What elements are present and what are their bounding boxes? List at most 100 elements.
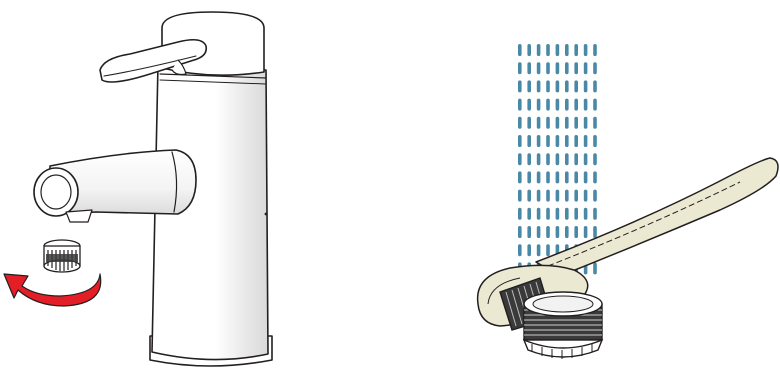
water-drop bbox=[584, 117, 588, 129]
water-drop bbox=[556, 62, 560, 74]
water-drop bbox=[537, 226, 541, 238]
water-drop bbox=[593, 80, 597, 92]
water-drop bbox=[546, 117, 550, 129]
water-drop bbox=[527, 171, 531, 183]
water-drop bbox=[565, 208, 569, 220]
water-drop bbox=[556, 153, 560, 165]
water-drop bbox=[537, 208, 541, 220]
water-drop bbox=[565, 80, 569, 92]
water-drop bbox=[537, 62, 541, 74]
water-drop bbox=[593, 262, 597, 274]
water-drop bbox=[584, 226, 588, 238]
water-drop bbox=[527, 62, 531, 74]
water-drop bbox=[584, 99, 588, 111]
water-drop bbox=[574, 208, 578, 220]
aerator-left bbox=[44, 240, 80, 272]
water-drop bbox=[527, 190, 531, 202]
water-drop bbox=[556, 117, 560, 129]
water-drop bbox=[546, 153, 550, 165]
water-drop bbox=[574, 117, 578, 129]
water-drop bbox=[574, 171, 578, 183]
water-drop bbox=[527, 99, 531, 111]
water-drop bbox=[546, 244, 550, 256]
water-drop bbox=[556, 208, 560, 220]
water-drop bbox=[527, 117, 531, 129]
water-drop bbox=[546, 226, 550, 238]
water-drop bbox=[565, 135, 569, 147]
water-drop bbox=[537, 117, 541, 129]
water-drop bbox=[584, 44, 588, 56]
water-drop bbox=[546, 190, 550, 202]
water-drop bbox=[565, 117, 569, 129]
water-drop bbox=[584, 171, 588, 183]
water-drop bbox=[584, 190, 588, 202]
water-drop bbox=[593, 99, 597, 111]
water-drop bbox=[527, 80, 531, 92]
water-drop bbox=[556, 44, 560, 56]
water-drop bbox=[546, 62, 550, 74]
water-drop bbox=[518, 208, 522, 220]
water-drop bbox=[565, 99, 569, 111]
water-drop bbox=[527, 208, 531, 220]
water-drop bbox=[574, 190, 578, 202]
water-drop bbox=[518, 135, 522, 147]
water-drop bbox=[518, 44, 522, 56]
water-drop bbox=[574, 153, 578, 165]
water-drop bbox=[593, 135, 597, 147]
water-drop bbox=[527, 135, 531, 147]
water-drop bbox=[593, 171, 597, 183]
water-drop bbox=[574, 62, 578, 74]
water-drop bbox=[518, 153, 522, 165]
water-drop bbox=[584, 208, 588, 220]
water-drop bbox=[537, 244, 541, 256]
water-drop bbox=[584, 135, 588, 147]
water-drop bbox=[574, 44, 578, 56]
water-drop bbox=[518, 80, 522, 92]
water-drop bbox=[537, 80, 541, 92]
water-drop bbox=[593, 44, 597, 56]
water-drop bbox=[518, 171, 522, 183]
water-drop bbox=[584, 80, 588, 92]
spoon-handle bbox=[536, 158, 778, 276]
water-drop bbox=[593, 62, 597, 74]
water-drop bbox=[556, 190, 560, 202]
water-drop bbox=[518, 244, 522, 256]
water-drop bbox=[527, 44, 531, 56]
water-drop bbox=[593, 208, 597, 220]
water-drop bbox=[574, 80, 578, 92]
water-drop bbox=[556, 226, 560, 238]
water-drop bbox=[518, 99, 522, 111]
water-drop bbox=[565, 153, 569, 165]
water-drop bbox=[518, 117, 522, 129]
water-drop bbox=[593, 190, 597, 202]
water-drop bbox=[546, 99, 550, 111]
water-drop bbox=[527, 244, 531, 256]
water-drop bbox=[565, 226, 569, 238]
water-drop bbox=[556, 135, 560, 147]
water-drop bbox=[565, 171, 569, 183]
water-drop bbox=[537, 171, 541, 183]
water-drop bbox=[556, 99, 560, 111]
water-drop bbox=[537, 44, 541, 56]
water-drop bbox=[574, 99, 578, 111]
water-drop bbox=[565, 44, 569, 56]
water-drop bbox=[518, 62, 522, 74]
water-stream bbox=[518, 44, 597, 274]
water-drop bbox=[537, 190, 541, 202]
water-drop bbox=[546, 135, 550, 147]
unscrew-arrow bbox=[4, 274, 101, 306]
water-drop bbox=[565, 62, 569, 74]
water-drop bbox=[518, 190, 522, 202]
water-drop bbox=[556, 80, 560, 92]
water-drop bbox=[546, 80, 550, 92]
water-drop bbox=[584, 62, 588, 74]
water-drop bbox=[546, 171, 550, 183]
water-drop bbox=[546, 44, 550, 56]
water-drop bbox=[537, 99, 541, 111]
water-drop bbox=[537, 153, 541, 165]
water-drop bbox=[593, 117, 597, 129]
water-drop bbox=[537, 135, 541, 147]
water-drop bbox=[527, 153, 531, 165]
